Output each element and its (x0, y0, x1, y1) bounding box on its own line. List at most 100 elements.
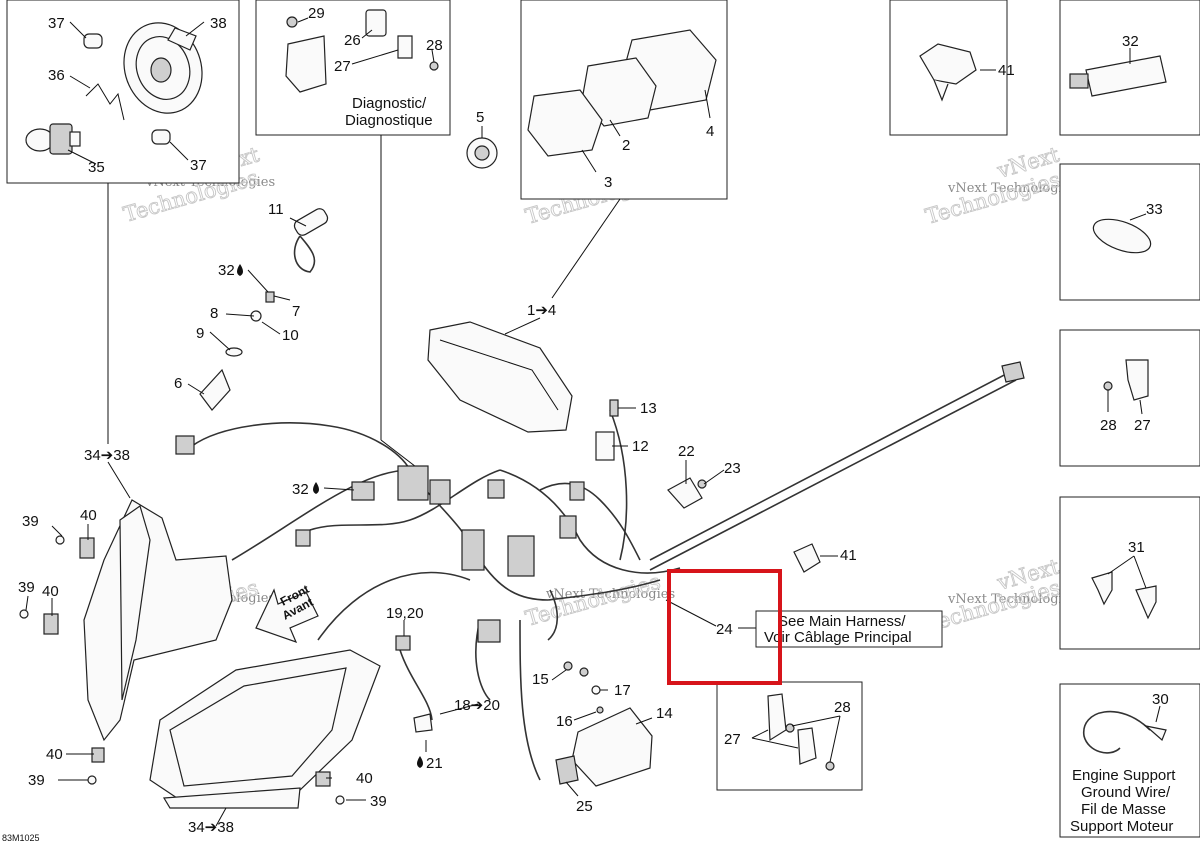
callout-28: 28 (426, 37, 443, 54)
callout-40: 40 (356, 770, 373, 787)
callout-25: 25 (576, 798, 593, 815)
callout-27: 27 (334, 58, 351, 75)
bracket-part (79, 537, 95, 559)
connector-end-part (1001, 361, 1025, 383)
spring-part (151, 129, 171, 145)
callout-32: 32 (292, 481, 309, 498)
sensor-part (199, 368, 231, 411)
diagnostic-connector-part (285, 35, 327, 93)
callout-40: 40 (46, 746, 63, 763)
callout-27: 27 (724, 731, 741, 748)
bracket-part (43, 613, 59, 635)
screw-part (19, 609, 29, 619)
screw-part (1103, 381, 1113, 391)
callout-39: 39 (370, 793, 387, 810)
bulb-base (49, 123, 73, 155)
callout-18-20: 18➔20 (454, 697, 500, 714)
callout-22: 22 (678, 443, 695, 460)
harness-wire (399, 649, 433, 721)
inset-frame (1059, 329, 1200, 467)
inset-frame (6, 0, 240, 184)
callout-32: 32 (1122, 33, 1139, 50)
highlight-box (667, 569, 782, 685)
callout-34-38: 34➔38 (84, 447, 130, 464)
drop-icon (237, 264, 243, 276)
gauge-cluster-part (427, 321, 573, 433)
callout-39: 39 (28, 772, 45, 789)
diagnostic-label: Diagnostic/ (352, 95, 427, 112)
callout-37: 37 (48, 15, 65, 32)
callout-2: 2 (622, 137, 630, 154)
inset-frame (1059, 496, 1200, 650)
connector-part (397, 465, 429, 501)
sensor-part (413, 713, 433, 733)
callout-7: 7 (292, 303, 300, 320)
callout-39: 39 (22, 513, 39, 530)
screw-part (596, 706, 604, 714)
spring-part (83, 33, 103, 49)
callout-40: 40 (80, 507, 97, 524)
harness-wire (547, 589, 559, 641)
screw-part (87, 775, 97, 785)
nut-part (429, 61, 439, 71)
harness-wire (317, 571, 471, 641)
connector-part (395, 635, 411, 651)
bracket-inset-bottom: 27 28 (716, 681, 863, 791)
connector-part (429, 479, 451, 505)
connector-part (559, 515, 577, 539)
harness-wire (309, 469, 501, 531)
reflector-socket (150, 57, 172, 83)
oring-part (697, 479, 707, 489)
callout-14: 14 (656, 705, 673, 722)
ground-wire-label: Support Moteur (1070, 818, 1173, 835)
inset-frame (716, 681, 863, 791)
watermark-text: vNext Technologies (545, 587, 675, 602)
relay-part (595, 431, 615, 461)
callout-35: 35 (88, 159, 105, 176)
callout-13: 13 (640, 400, 657, 417)
callout-6: 6 (174, 375, 182, 392)
main-harness-note: See Main Harness/ Voir Câblage Principal (755, 610, 943, 648)
callout-30: 30 (1152, 691, 1169, 708)
harness-wire (539, 482, 641, 561)
front-arrow (255, 588, 319, 644)
diagnostic-connector-inset: 29 26 28 27 Diagnostic/ Diagnostique (255, 0, 451, 136)
callout-38: 38 (210, 15, 227, 32)
connector-part (295, 529, 311, 547)
harness-wire-long (649, 371, 1011, 561)
headlight-lens-part (119, 505, 151, 701)
clamp-33-inset: 33 (1059, 163, 1200, 301)
connector-part (569, 481, 585, 501)
tube-32-inset: 32 (1059, 0, 1200, 136)
bulb-plug (69, 131, 81, 147)
callout-15: 15 (532, 671, 549, 688)
connector-part (351, 481, 375, 501)
callout-8: 8 (210, 305, 218, 322)
headlight-bulb-inset: 37 38 36 35 37 (6, 0, 240, 184)
callout-37: 37 (190, 157, 207, 174)
callout-leaders (25, 217, 838, 827)
sensor-part (667, 477, 703, 509)
watermark-text: vNext Technologies (947, 592, 1077, 607)
callout-19-20: 19,20 (386, 605, 424, 622)
callout-28: 28 (834, 699, 851, 716)
callout-31: 31 (1128, 539, 1145, 556)
module-part (571, 707, 653, 787)
screw-part (335, 795, 345, 805)
drop-icon (417, 756, 423, 768)
fuse-part (609, 399, 619, 417)
tether-cord-part (293, 208, 329, 236)
ground-wire-part (1083, 710, 1151, 754)
main-assembly (19, 208, 1025, 809)
callout-10: 10 (282, 327, 299, 344)
clamp-part (1092, 218, 1152, 254)
main-harness-label: Voir Câblage Principal (764, 629, 912, 646)
harness-wire (499, 469, 681, 574)
nut-part (286, 16, 298, 28)
clip-41-inset: 41 (889, 0, 1015, 136)
harness-wire (547, 579, 661, 601)
main-harness-label: See Main Harness/ (778, 613, 906, 630)
ground-wire-label: Fil de Masse (1081, 801, 1166, 818)
bracket-part (797, 727, 817, 765)
callout-5: 5 (476, 109, 484, 126)
